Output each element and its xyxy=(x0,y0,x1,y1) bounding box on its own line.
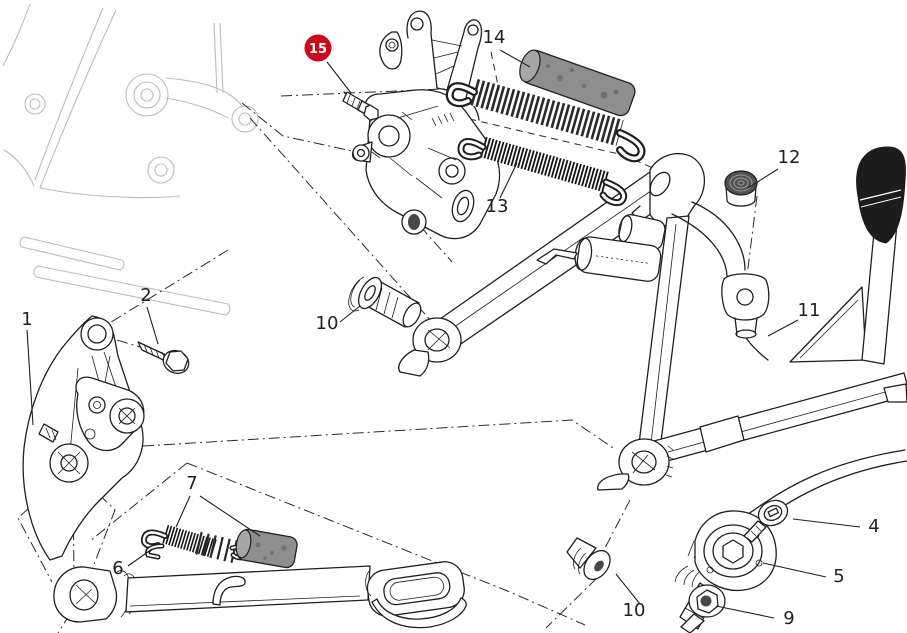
part-pivot-plug-upper xyxy=(348,276,422,328)
callout-2: 2 xyxy=(140,285,151,306)
callout-5: 5 xyxy=(833,566,844,587)
highlight-badge-15: 15 xyxy=(304,34,332,62)
part-switch-screw-lower xyxy=(680,584,726,633)
part-switch-bolt xyxy=(342,91,379,121)
part-spring-inner xyxy=(457,136,628,207)
callout-13: 13 xyxy=(486,196,509,217)
part-pivot-plug-lower xyxy=(566,537,611,581)
part-spring-outer xyxy=(445,79,646,163)
badge-circle xyxy=(304,34,332,62)
part-side-stand-bracket-assembly xyxy=(351,10,501,240)
callout-12: 12 xyxy=(778,147,801,168)
callout-9: 9 xyxy=(783,608,794,629)
callout-10-lower: 10 xyxy=(623,600,646,621)
callout-leaders xyxy=(26,49,861,619)
part-switch-screw-upper xyxy=(743,499,789,543)
callout-1: 1 xyxy=(21,309,32,330)
part-mounting-bracket xyxy=(22,315,145,561)
callout-labels: 1 2 4 5 6 7 9 10 10 11 12 13 14 15 xyxy=(21,27,879,629)
part-side-stand-leg xyxy=(53,561,467,629)
part-leg-spring-kit xyxy=(140,524,298,569)
callout-7: 7 xyxy=(186,473,197,494)
callout-15: 15 xyxy=(309,42,327,57)
callout-10-upper: 10 xyxy=(316,313,339,334)
callout-14: 14 xyxy=(483,27,506,48)
callout-4: 4 xyxy=(868,516,879,537)
part-knurled-plug xyxy=(724,170,758,207)
part-flange-bolt xyxy=(137,341,190,375)
callout-11: 11 xyxy=(798,300,821,321)
part-stand-frame xyxy=(398,146,907,491)
engine-case-outline xyxy=(2,3,259,316)
callout-6: 6 xyxy=(112,558,123,579)
